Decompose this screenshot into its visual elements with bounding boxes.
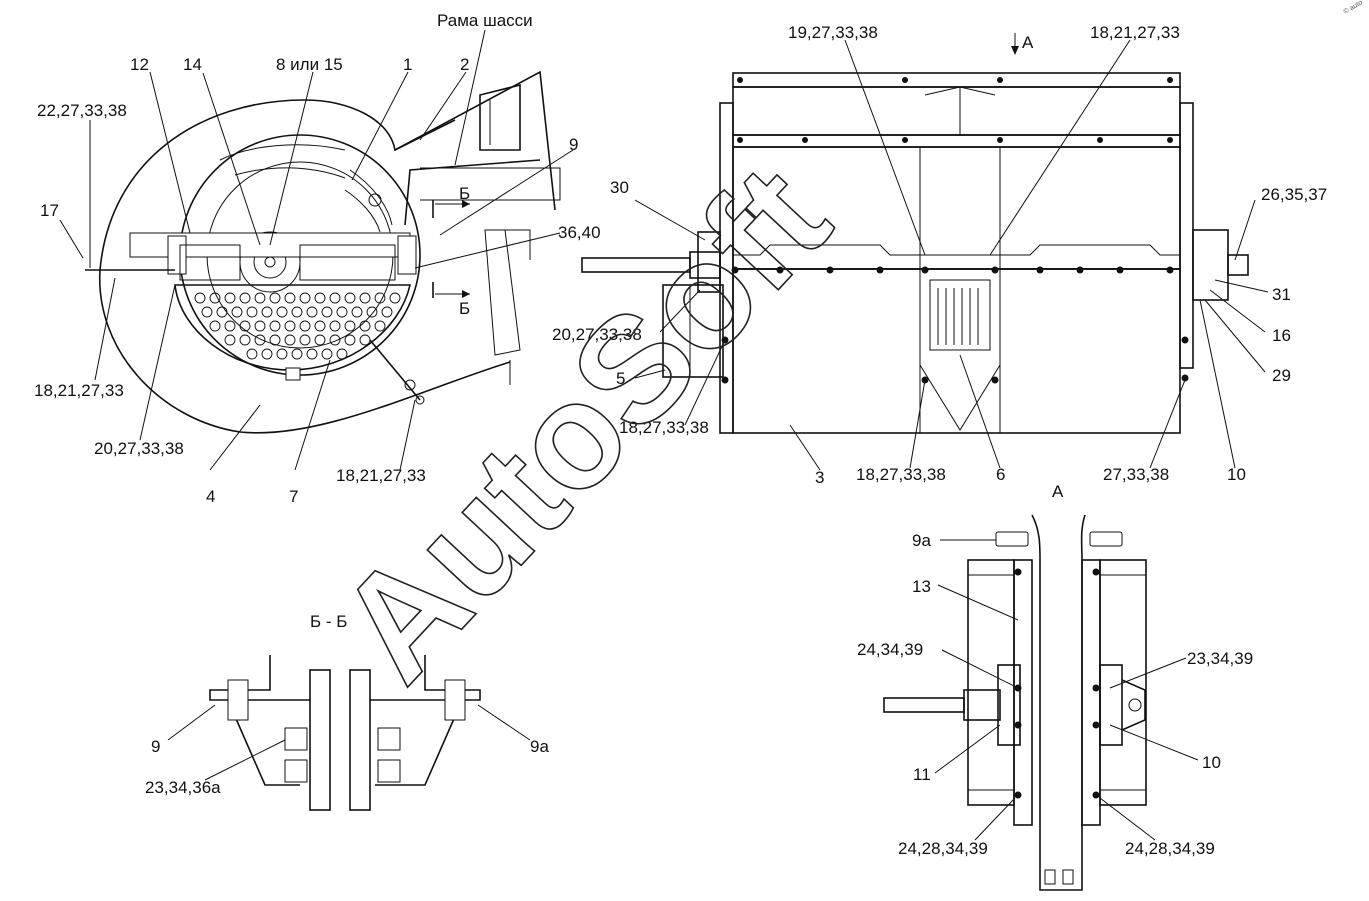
- view-a-label-24-28-b: 24,28,34,39: [1125, 839, 1215, 858]
- label-8-or-15: 8 или 15: [276, 55, 343, 74]
- view-a: [883, 514, 1199, 891]
- label-17: 17: [40, 201, 59, 220]
- label-20-27-33-38-a: 20,27,33,38: [94, 439, 184, 458]
- label-7: 7: [289, 487, 298, 506]
- label-16: 16: [1272, 326, 1291, 345]
- view-a-label-24-34-39: 24,34,39: [857, 640, 923, 659]
- label-frame: Рама шасси: [437, 11, 533, 30]
- view-a-label-9a: 9а: [912, 531, 931, 550]
- label-section-b-bottom: Б: [459, 299, 470, 318]
- side-view: [59, 29, 574, 471]
- label-9: 9: [569, 135, 578, 154]
- label-18-21-27-33-c: 18,21,27,33: [1090, 23, 1180, 42]
- label-22: 22,27,33,38: [37, 101, 127, 120]
- label-2: 2: [460, 55, 469, 74]
- label-19: 19,27,33,38: [788, 23, 878, 42]
- label-18-27-33-38-a: 18,27,33,38: [619, 418, 709, 437]
- view-a-label-24-28-a: 24,28,34,39: [898, 839, 988, 858]
- label-18-21-27-33-a: 18,21,27,33: [34, 381, 124, 400]
- section-label-23: 23,34,36а: [145, 778, 221, 797]
- view-a-label-11: 11: [913, 765, 931, 784]
- section-label-9a: 9а: [530, 737, 549, 756]
- label-1: 1: [403, 55, 412, 74]
- view-a-label-10: 10: [1202, 753, 1221, 772]
- front-view: [581, 33, 1269, 471]
- label-29: 29: [1272, 366, 1291, 385]
- label-20-27-33-38-b: 20,27,33,38: [552, 325, 642, 344]
- chute-outline: [304, 70, 556, 211]
- view-a-label-13: 13: [912, 577, 931, 596]
- label-5: 5: [616, 369, 625, 388]
- housing-outline: [99, 99, 511, 434]
- section-bb: [167, 655, 531, 811]
- label-27-33-38: 27,33,38: [1103, 465, 1169, 484]
- label-36-40: 36,40: [558, 223, 601, 242]
- label-3: 3: [815, 468, 824, 487]
- label-12: 12: [130, 55, 149, 74]
- section-label-9: 9: [151, 737, 160, 756]
- watermark-text: AutoSoft: [306, 134, 861, 712]
- section-bb-title: Б - Б: [310, 612, 347, 631]
- label-14: 14: [183, 55, 202, 74]
- view-a-label-23-34-39: 23,34,39: [1187, 649, 1253, 668]
- label-31: 31: [1272, 285, 1291, 304]
- grate: [929, 279, 991, 351]
- corner-mark: © auto: [1342, 0, 1364, 16]
- label-4: 4: [206, 487, 215, 506]
- view-a-title: А: [1052, 482, 1064, 501]
- screen-holes: [194, 292, 401, 360]
- label-18-21-27-33-b: 18,21,27,33: [336, 466, 426, 485]
- label-view-a-arrow: А: [1022, 33, 1034, 52]
- label-26-35-37: 26,35,37: [1261, 185, 1327, 204]
- callout-labels: Рама шасси 12 14 8 или 15 1 2 22,27,33,3…: [34, 11, 1327, 858]
- label-10: 10: [1227, 465, 1246, 484]
- bolts: [721, 77, 1189, 384]
- label-6: 6: [996, 465, 1005, 484]
- label-30: 30: [610, 178, 629, 197]
- label-section-b-top: Б: [459, 184, 470, 203]
- label-18-27-33-38-b: 18,27,33,38: [856, 465, 946, 484]
